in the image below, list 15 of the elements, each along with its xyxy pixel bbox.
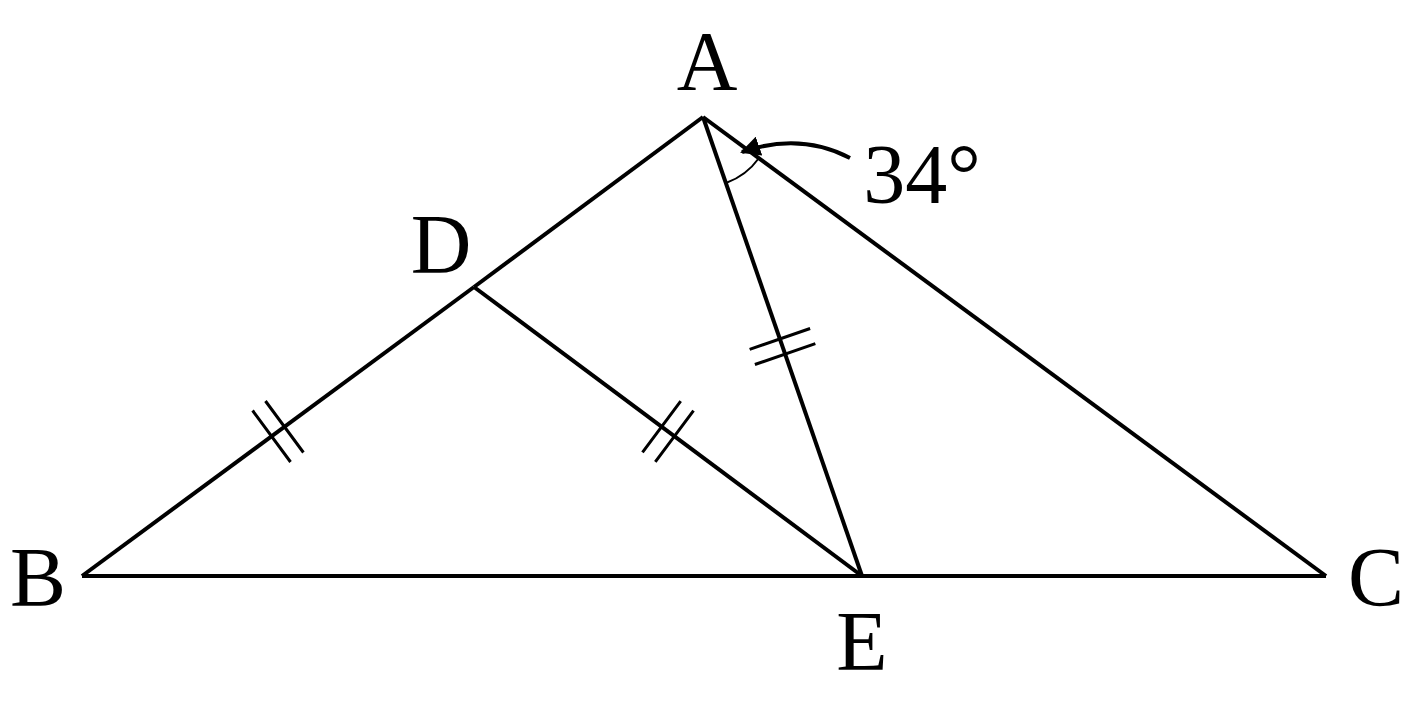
point-label: E xyxy=(836,600,888,684)
angle-value: 34° xyxy=(863,133,981,217)
line-segment xyxy=(82,574,862,578)
leader-arrow xyxy=(740,137,851,160)
point-label: A xyxy=(676,20,738,104)
point-label: C xyxy=(1348,536,1404,620)
line-segment xyxy=(862,574,1326,578)
line-segment xyxy=(472,115,705,289)
angle-arc xyxy=(725,157,760,184)
point-label: B xyxy=(10,536,66,620)
line-segment xyxy=(701,115,1328,578)
line-segment xyxy=(80,285,476,578)
line-segment xyxy=(701,116,864,577)
point-label: D xyxy=(410,203,472,287)
line-segment xyxy=(472,285,864,578)
